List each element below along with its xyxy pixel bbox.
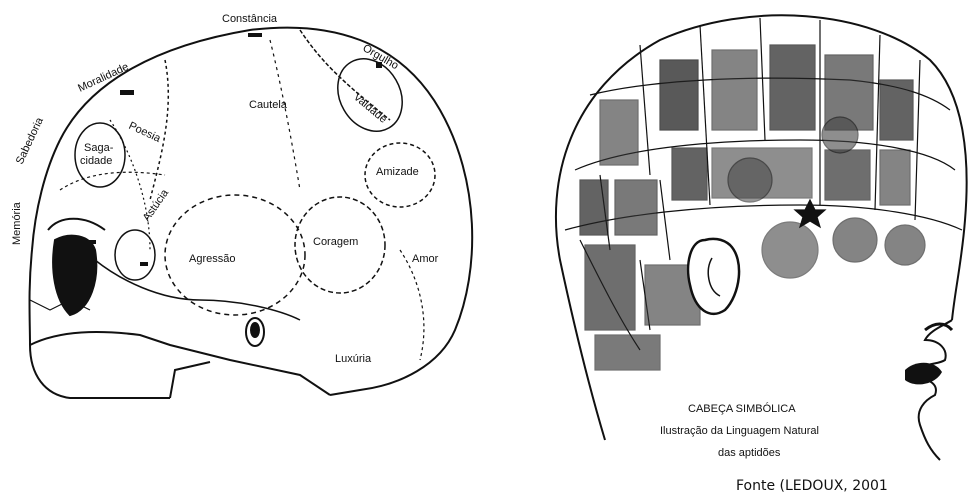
symbolic-head	[556, 15, 967, 460]
head-caption: CABEÇA SIMBÓLICA Ilustração da Linguagem…	[660, 402, 819, 459]
label-sabedoria: Sabedoria	[14, 115, 46, 166]
source-citation: Fonte (LEDOUX, 2001	[736, 478, 888, 494]
label-memoria: Memória	[11, 201, 23, 245]
label-luxuria: Luxúria	[335, 353, 372, 365]
label-agressao: Agressão	[189, 253, 235, 265]
label-constancia: Constância	[222, 13, 278, 25]
caption-title: CABEÇA SIMBÓLICA	[688, 402, 796, 415]
label-moralidade: Moralidade	[76, 61, 130, 95]
label-sagacidade-2: cidade	[80, 155, 112, 167]
label-amizade: Amizade	[376, 166, 419, 178]
label-sagacidade-1: Saga-	[84, 142, 114, 154]
caption-line2: Ilustração da Linguagem Natural	[660, 425, 819, 437]
label-poesia: Poesia	[127, 120, 163, 145]
label-astucia: Astúcia	[141, 187, 172, 224]
caption-line3: das aptidões	[718, 447, 781, 459]
label-coragem: Coragem	[313, 236, 358, 248]
label-cautela: Cautela	[249, 99, 288, 111]
label-vaidade: Vaidade	[351, 91, 389, 126]
head-vignettes	[565, 18, 962, 370]
label-amor: Amor	[412, 253, 439, 265]
